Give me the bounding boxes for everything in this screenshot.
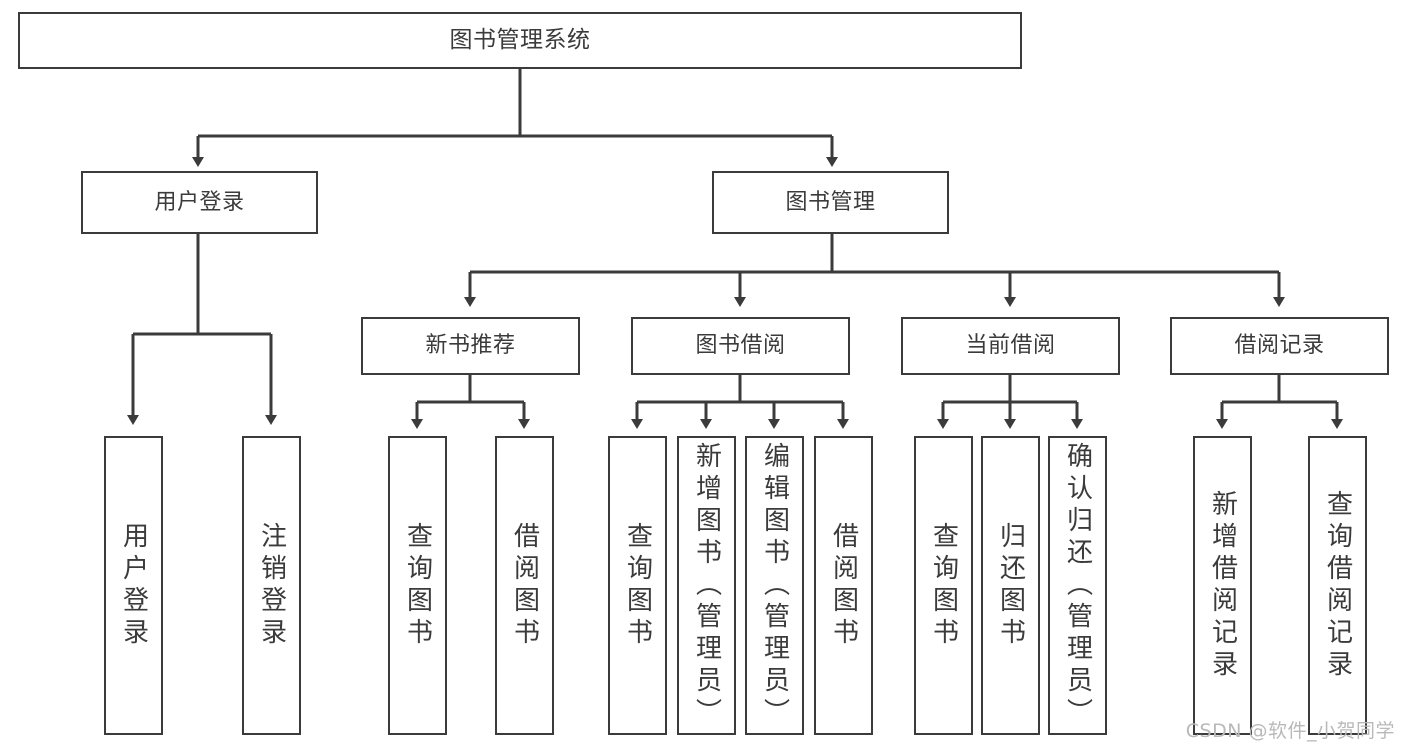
node-leaf-confirm-return-label: 确认归还（管理员） bbox=[1062, 441, 1093, 730]
node-leaf-add-book[interactable]: 新增图书（管理员） bbox=[677, 436, 736, 735]
node-new-book-rec-label: 新书推荐 bbox=[425, 333, 516, 359]
node-book-borrow[interactable]: 图书借阅 bbox=[631, 317, 850, 375]
node-leaf-borrow-book-2-label: 借阅图书 bbox=[828, 521, 859, 650]
node-root-label: 图书管理系统 bbox=[449, 26, 591, 53]
node-leaf-add-record[interactable]: 新增借阅记录 bbox=[1193, 436, 1252, 735]
node-borrow-record[interactable]: 借阅记录 bbox=[1170, 317, 1389, 375]
node-leaf-query-book-2[interactable]: 查询图书 bbox=[608, 436, 667, 735]
node-book-manage-label: 图书管理 bbox=[785, 189, 876, 215]
node-leaf-edit-book-label: 编辑图书（管理员） bbox=[759, 441, 790, 730]
csdn-watermark: CSDN @软件_小贺同学 bbox=[1185, 720, 1395, 742]
node-leaf-user-login-label: 用户登录 bbox=[118, 521, 149, 650]
node-leaf-confirm-return[interactable]: 确认归还（管理员） bbox=[1048, 436, 1107, 735]
node-current-borrow-label: 当前借阅 bbox=[965, 333, 1056, 359]
node-leaf-borrow-book-1[interactable]: 借阅图书 bbox=[495, 436, 554, 735]
node-leaf-query-record-label: 查询借阅记录 bbox=[1322, 489, 1353, 682]
node-leaf-logout-login[interactable]: 注销登录 bbox=[242, 436, 301, 735]
node-leaf-query-book-1[interactable]: 查询图书 bbox=[388, 436, 447, 735]
node-leaf-query-book-3[interactable]: 查询图书 bbox=[914, 436, 973, 735]
node-book-manage[interactable]: 图书管理 bbox=[712, 171, 949, 234]
node-leaf-query-book-3-label: 查询图书 bbox=[928, 521, 959, 650]
node-leaf-query-record[interactable]: 查询借阅记录 bbox=[1308, 436, 1367, 735]
node-book-borrow-label: 图书借阅 bbox=[695, 333, 786, 359]
node-leaf-query-book-1-label: 查询图书 bbox=[402, 521, 433, 650]
node-new-book-rec[interactable]: 新书推荐 bbox=[361, 317, 580, 375]
node-leaf-borrow-book-1-label: 借阅图书 bbox=[509, 521, 540, 650]
node-leaf-return-book-label: 归还图书 bbox=[995, 521, 1026, 650]
node-user-login[interactable]: 用户登录 bbox=[81, 171, 318, 234]
node-root[interactable]: 图书管理系统 bbox=[18, 12, 1022, 69]
node-leaf-add-book-label: 新增图书（管理员） bbox=[691, 441, 722, 730]
node-leaf-logout-login-label: 注销登录 bbox=[256, 521, 287, 650]
node-current-borrow[interactable]: 当前借阅 bbox=[901, 317, 1120, 375]
node-leaf-return-book[interactable]: 归还图书 bbox=[981, 436, 1040, 735]
node-leaf-add-record-label: 新增借阅记录 bbox=[1207, 489, 1238, 682]
node-leaf-edit-book[interactable]: 编辑图书（管理员） bbox=[745, 436, 804, 735]
node-user-login-label: 用户登录 bbox=[154, 189, 245, 215]
node-leaf-query-book-2-label: 查询图书 bbox=[622, 521, 653, 650]
node-leaf-user-login[interactable]: 用户登录 bbox=[104, 436, 163, 735]
node-leaf-borrow-book-2[interactable]: 借阅图书 bbox=[814, 436, 873, 735]
node-borrow-record-label: 借阅记录 bbox=[1234, 333, 1325, 359]
